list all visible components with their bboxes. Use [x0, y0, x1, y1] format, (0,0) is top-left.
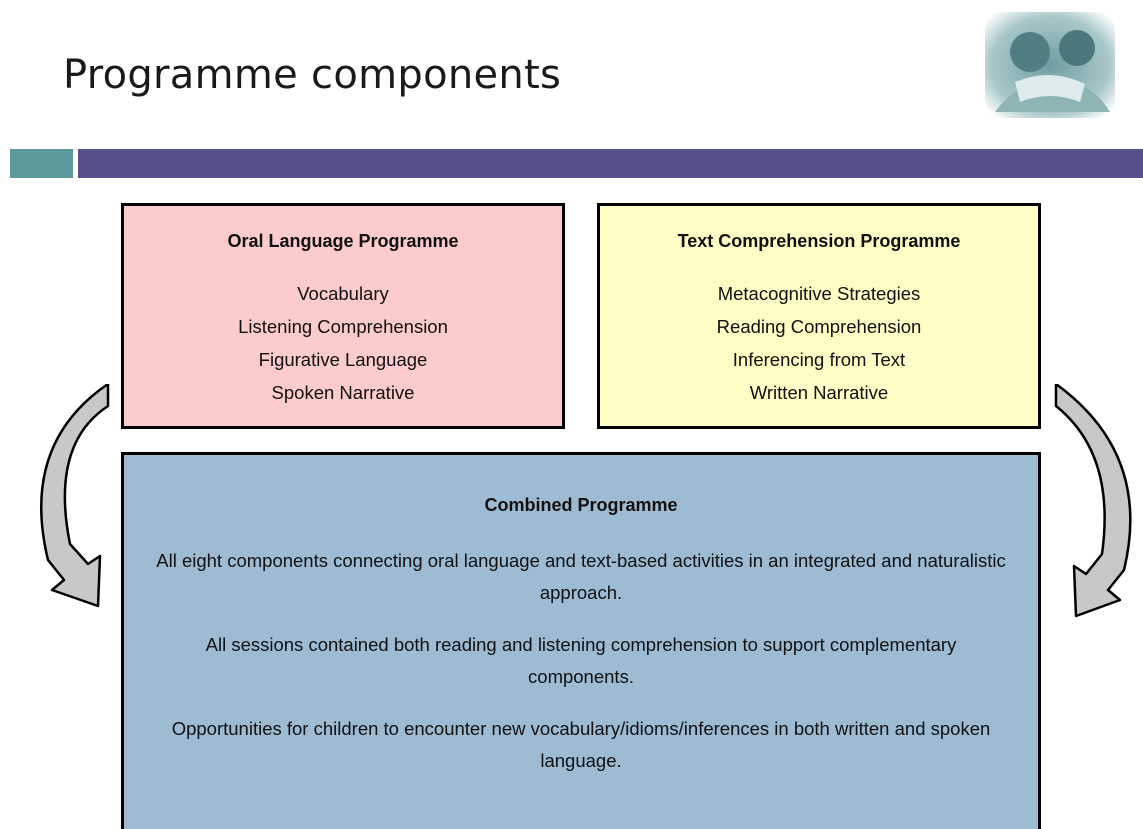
combined-paragraph: All sessions contained both reading and …	[205, 634, 957, 687]
curved-arrow-right-icon	[1054, 384, 1132, 618]
list-item: Listening Comprehension	[238, 316, 448, 337]
combined-programme-heading: Combined Programme	[484, 495, 678, 515]
text-comprehension-items: Metacognitive Strategies Reading Compreh…	[600, 277, 1038, 409]
combined-paragraph: Opportunities for children to encounter …	[171, 718, 991, 771]
list-item: Inferencing from Text	[732, 349, 906, 370]
combined-paragraph: All eight components connecting oral lan…	[156, 550, 1006, 603]
text-comprehension-heading: Text Comprehension Programme	[677, 231, 961, 251]
header-bar-navy	[78, 149, 1143, 178]
oral-language-heading: Oral Language Programme	[227, 231, 459, 251]
text-comprehension-box: Text Comprehension Programme Metacogniti…	[597, 203, 1041, 429]
curved-arrow-left-icon	[40, 384, 110, 608]
oral-language-items: Vocabulary Listening Comprehension Figur…	[124, 277, 562, 409]
list-item: Reading Comprehension	[716, 316, 922, 337]
oral-language-box: Oral Language Programme Vocabulary Liste…	[121, 203, 565, 429]
list-item: Written Narrative	[749, 382, 889, 403]
photo-icon	[985, 12, 1115, 118]
combined-programme-box: Combined Programme All eight components …	[121, 452, 1041, 829]
list-item: Spoken Narrative	[271, 382, 415, 403]
header-bar-teal	[10, 149, 73, 178]
list-item: Metacognitive Strategies	[717, 283, 921, 304]
list-item: Figurative Language	[258, 349, 428, 370]
list-item: Vocabulary	[297, 283, 389, 304]
page-title: Programme components	[63, 52, 562, 98]
